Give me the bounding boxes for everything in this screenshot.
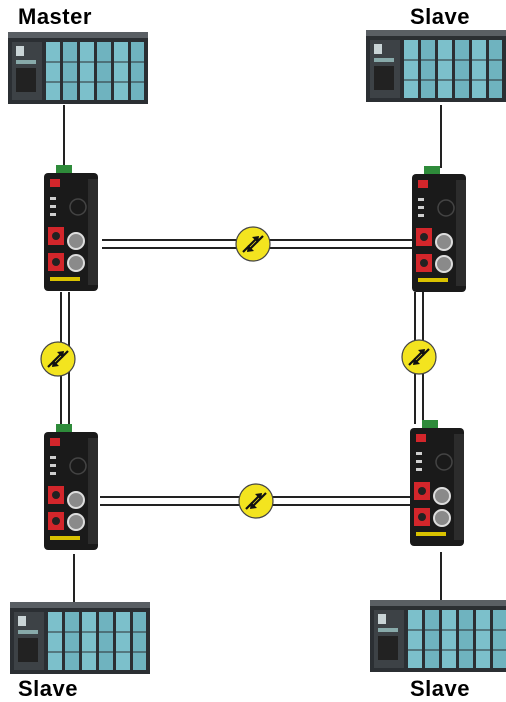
fiber-link-arrows-icon: [39, 340, 77, 378]
slave-label-bottom-right: Slave: [410, 676, 470, 701]
fiber-converter-icon: [409, 419, 465, 547]
fiber-link-arrows-icon: [237, 482, 275, 520]
plc-rack-icon: [369, 599, 506, 673]
slave-label-bottom-left: Slave: [18, 676, 78, 701]
fiber-converter-icon: [411, 165, 467, 293]
slave-label-top-right: Slave: [410, 4, 470, 29]
plc-rack-icon: [365, 29, 506, 103]
plc-rack-icon: [9, 601, 151, 675]
fiber-converter-icon: [43, 164, 99, 292]
fiber-converter-icon: [43, 423, 99, 551]
master-label: Master: [18, 4, 92, 29]
plc-rack-icon: [7, 31, 149, 105]
fiber-link-arrows-icon: [400, 338, 438, 376]
fiber-link-arrows-icon: [234, 225, 272, 263]
